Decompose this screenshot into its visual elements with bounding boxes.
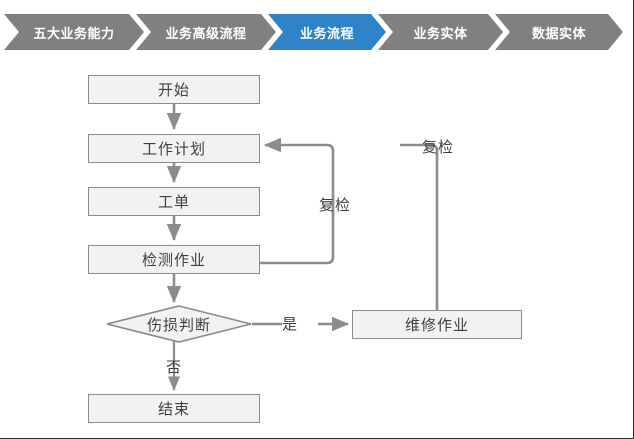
breadcrumb-step-2-label: 业务高级流程 — [165, 25, 247, 41]
node-work-plan[interactable]: 工作计划 — [88, 134, 260, 163]
node-work-order-label: 工单 — [157, 194, 190, 211]
node-inspection-task[interactable]: 检测作业 — [88, 245, 260, 274]
breadcrumb-step-4-label: 业务实体 — [413, 25, 468, 41]
breadcrumb-step-1[interactable]: 五大业务能力 — [4, 14, 144, 50]
breadcrumb-step-5-label: 数据实体 — [531, 25, 586, 41]
node-damage-decision[interactable]: 伤损判断 — [106, 305, 252, 343]
node-end-label: 结束 — [157, 401, 190, 418]
diamond-shape — [106, 305, 252, 343]
breadcrumb-step-4[interactable]: 业务实体 — [378, 14, 503, 50]
breadcrumb-step-3[interactable]: 业务流程 — [268, 14, 386, 50]
edge-repair-recheck-to-work-plan — [400, 143, 439, 310]
breadcrumb-step-2[interactable]: 业务高级流程 — [136, 14, 276, 50]
edge-label-recheck-inspection: 复检 — [318, 197, 351, 214]
breadcrumb: 五大业务能力 业务高级流程 业务流程 业务实体 数据实体 — [0, 14, 634, 50]
node-work-order[interactable]: 工单 — [88, 187, 260, 216]
breadcrumb-step-5[interactable]: 数据实体 — [495, 14, 623, 50]
node-end[interactable]: 结束 — [88, 394, 260, 423]
node-start-label: 开始 — [157, 82, 190, 99]
node-repair-task-label: 维修作业 — [404, 317, 469, 334]
edge-label-recheck-repair: 复检 — [421, 139, 454, 156]
node-work-plan-label: 工作计划 — [141, 141, 206, 158]
edge-label-no: 否 — [165, 359, 182, 376]
edge-label-yes: 是 — [281, 316, 298, 333]
breadcrumb-step-1-label: 五大业务能力 — [33, 25, 115, 41]
node-damage-decision-label: 伤损判断 — [146, 316, 211, 334]
breadcrumb-step-3-label: 业务流程 — [299, 25, 354, 41]
node-inspection-task-label: 检测作业 — [141, 252, 206, 269]
node-repair-task[interactable]: 维修作业 — [352, 310, 522, 339]
node-start[interactable]: 开始 — [88, 75, 260, 104]
